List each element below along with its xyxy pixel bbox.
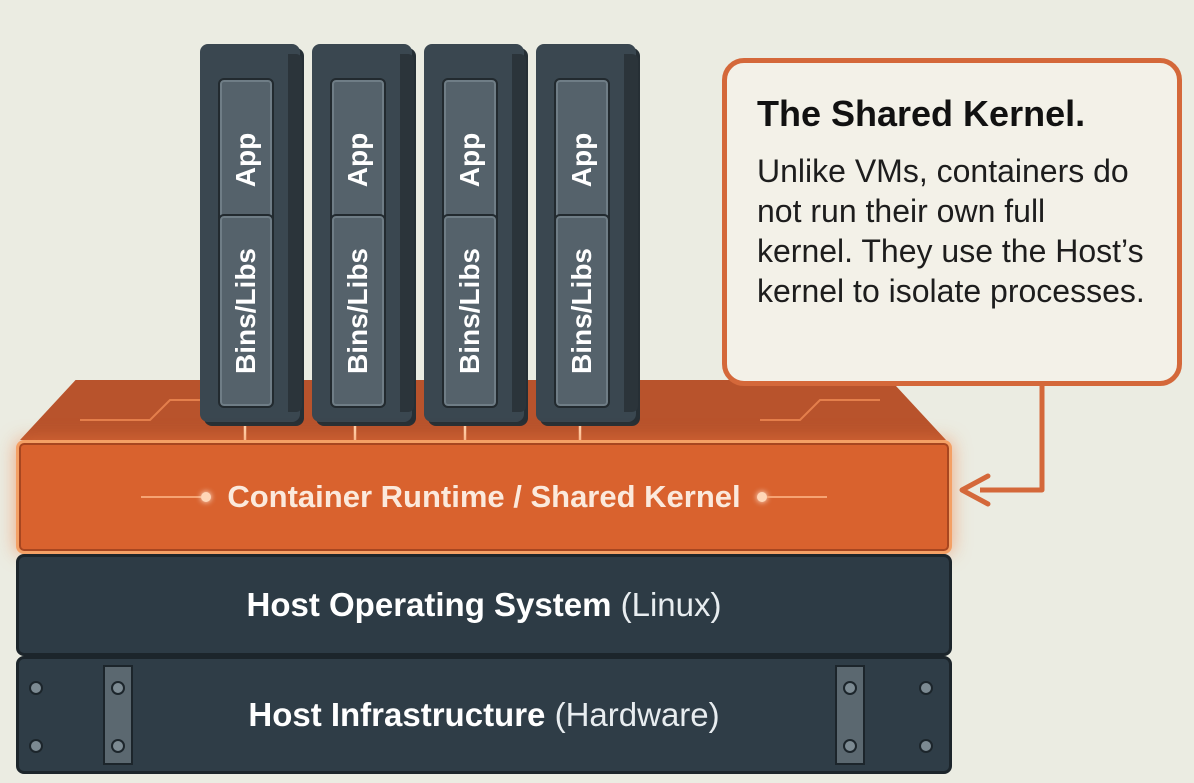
bins-libs-module: Bins/Libs <box>330 214 386 408</box>
screw-icon <box>29 681 43 695</box>
bins-libs-label: Bins/Libs <box>230 247 262 375</box>
screw-icon <box>843 681 857 695</box>
screw-icon <box>111 739 125 753</box>
arrow-head-icon <box>959 473 991 507</box>
host-os-detail: (Linux) <box>620 586 722 623</box>
kernel-layer: Container Runtime / Shared Kernel <box>16 440 952 554</box>
callout-title: The Shared Kernel. <box>757 93 1086 134</box>
circuit-trace-left <box>141 496 202 498</box>
bins-libs-label: Bins/Libs <box>454 247 486 375</box>
host-os-layer: Host Operating System (Linux) <box>16 554 952 656</box>
arrow-connector-line <box>980 386 1045 493</box>
app-label: App <box>230 132 261 188</box>
bins-libs-module: Bins/Libs <box>218 214 274 408</box>
node-dot-left <box>201 492 212 502</box>
container-3: App Bins/Libs <box>424 44 526 422</box>
host-os-label: Host Operating System <box>246 586 612 623</box>
screw-icon <box>919 739 933 753</box>
circuit-trace-right <box>766 496 827 498</box>
callout-body: Unlike VMs, containers do not run their … <box>757 153 1145 309</box>
app-label: App <box>454 132 485 188</box>
container-4: App Bins/Libs <box>536 44 638 422</box>
infrastructure-layer: Host Infrastructure (Hardware) <box>16 656 952 774</box>
screw-icon <box>29 739 43 753</box>
bins-libs-module: Bins/Libs <box>442 214 498 408</box>
app-label: App <box>566 132 597 188</box>
node-dot-right <box>756 492 767 502</box>
container-1: App Bins/Libs <box>200 44 302 422</box>
screw-icon <box>111 681 125 695</box>
shared-kernel-callout: The Shared Kernel. Unlike VMs, container… <box>722 58 1182 386</box>
kernel-layer-label: Container Runtime / Shared Kernel <box>227 479 741 514</box>
screw-icon <box>843 739 857 753</box>
bins-libs-module: Bins/Libs <box>554 214 610 408</box>
bins-libs-label: Bins/Libs <box>342 247 374 375</box>
app-label: App <box>342 132 373 188</box>
screw-icon <box>919 681 933 695</box>
container-2: App Bins/Libs <box>312 44 414 422</box>
infrastructure-detail: (Hardware) <box>554 696 720 733</box>
infrastructure-label: Host Infrastructure <box>248 696 546 733</box>
bins-libs-label: Bins/Libs <box>566 247 598 375</box>
